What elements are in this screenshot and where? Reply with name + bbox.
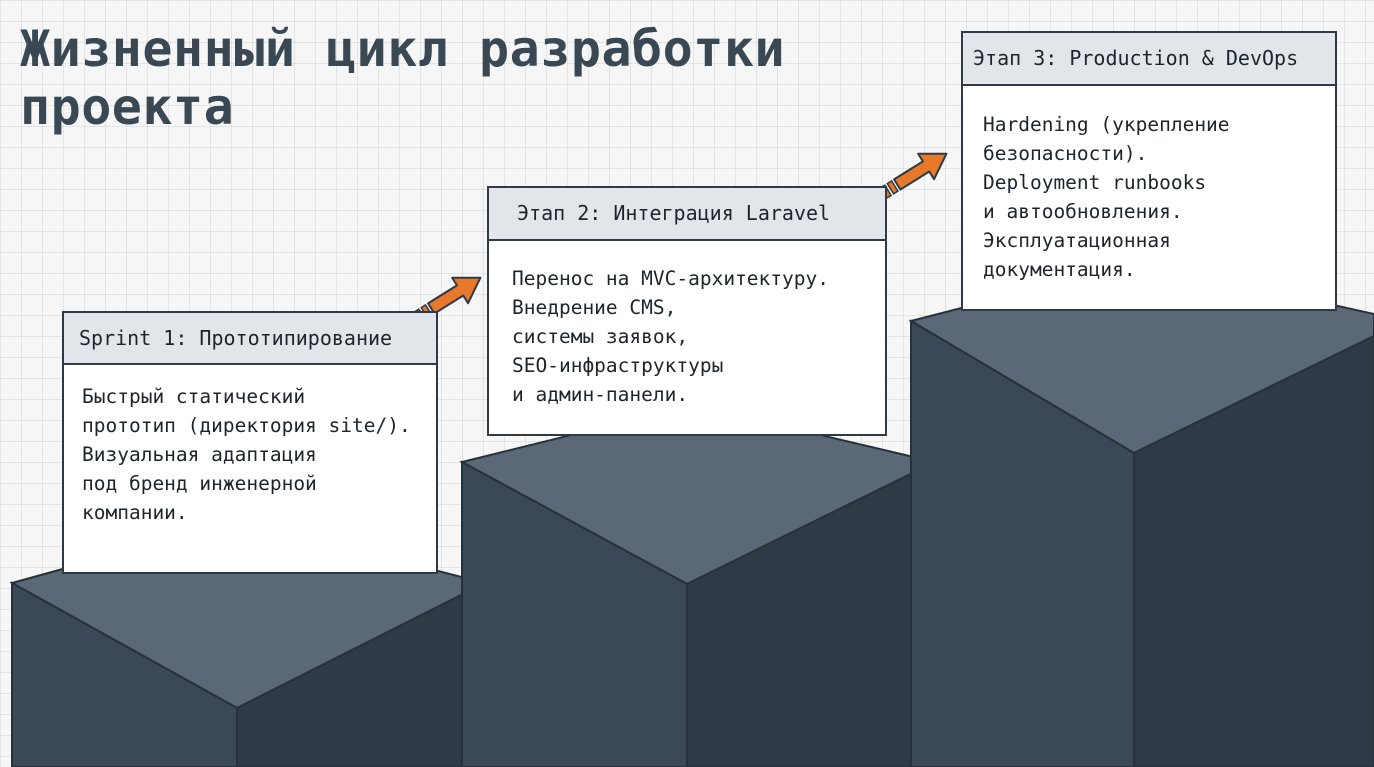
stage-1-line: компании.	[82, 501, 188, 524]
stage-3-description: Hardening (укрепление безопасности). Dep…	[963, 86, 1335, 284]
stage-2-line: SEO-инфраструктуры	[512, 354, 724, 377]
stage-2-description: Перенос на MVC-архитектуру. Внедрение CM…	[489, 241, 885, 409]
stage-3-line: документация.	[983, 258, 1136, 281]
stage-1-line: прототип (директория site/).	[82, 414, 411, 437]
stage-3-line: Hardening (укрепление	[983, 113, 1230, 136]
stage-2-line: и админ-панели.	[512, 383, 689, 406]
title-line-2: проекта	[20, 78, 235, 136]
stage-card-sprint-1: Sprint 1: Прототипирование Быстрый стати…	[62, 311, 438, 574]
block-stage-3	[908, 260, 1374, 767]
block-2-right-face	[686, 460, 936, 767]
stage-2-header: Этап 2: Интеграция Laravel	[489, 188, 885, 241]
block-3-right-face	[1133, 334, 1374, 767]
stage-card-stage-2: Этап 2: Интеграция Laravel Перенос на MV…	[487, 186, 887, 436]
stage-3-line: Эксплуатационная	[983, 229, 1171, 252]
block-2-left-face	[461, 460, 688, 767]
block-1-right-face	[236, 581, 486, 767]
stage-3-line: безопасности).	[983, 142, 1148, 165]
stage-1-description: Быстрый статический прототип (директория…	[64, 365, 436, 527]
stage-3-line: и автообновления.	[983, 200, 1183, 223]
arrow-stage-2-to-3	[879, 152, 948, 200]
stage-1-line: Быстрый статический	[82, 385, 306, 408]
stage-3-header: Этап 3: Production & DevOps	[963, 33, 1335, 86]
stage-2-line: системы заявок,	[512, 325, 689, 348]
block-1-left-face	[11, 581, 238, 767]
block-stage-2	[459, 403, 938, 767]
page-title: Жизненный цикл разработки проекта	[20, 20, 785, 136]
stage-2-line: Внедрение CMS,	[512, 296, 677, 319]
stage-1-line: под бренд инженерной	[82, 472, 317, 495]
block-3-left-face	[910, 319, 1135, 767]
stage-1-line: Визуальная адаптация	[82, 443, 317, 466]
stage-1-header: Sprint 1: Прототипирование	[64, 313, 436, 365]
stage-3-line: Deployment runbooks	[983, 171, 1207, 194]
stage-2-line: Перенос на MVC-архитектуру.	[512, 267, 829, 290]
stage-card-stage-3: Этап 3: Production & DevOps Hardening (у…	[961, 31, 1337, 311]
title-line-1: Жизненный цикл разработки	[20, 20, 786, 78]
